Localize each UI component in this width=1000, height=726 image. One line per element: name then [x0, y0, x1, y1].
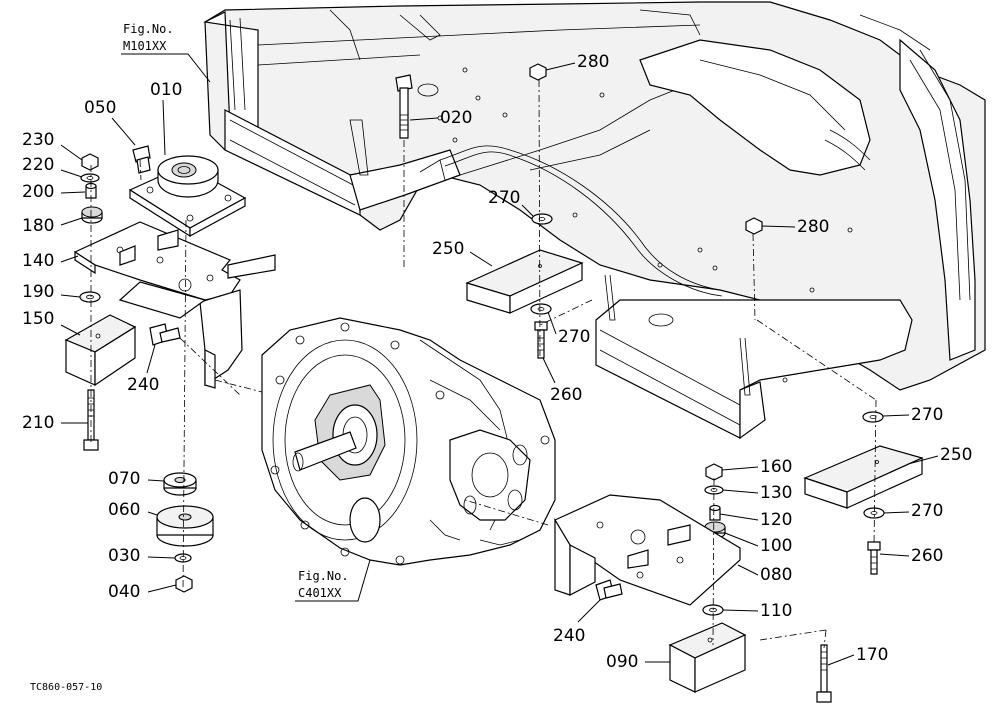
figure-ref-c401xx: Fig.No. C401XX	[295, 559, 371, 602]
drawing-code: TC860-057-10	[30, 682, 102, 693]
part-label: 210	[22, 413, 54, 433]
part-label: 280	[577, 52, 609, 72]
left-mount-group	[64, 74, 413, 451]
figure-ref-label: Fig.No.	[298, 569, 349, 583]
assembly-center-lines	[90, 79, 877, 649]
part-label: 020	[440, 108, 472, 128]
part-label: 260	[911, 546, 943, 566]
part-label: 200	[22, 182, 54, 202]
part-label: 070	[108, 469, 140, 489]
part-label: 190	[22, 282, 54, 302]
figure-ref-code: M101XX	[123, 39, 167, 53]
part-label: 010	[150, 80, 182, 100]
figure-ref-code: C401XX	[298, 586, 342, 600]
part-label: 140	[22, 251, 54, 271]
right-mount-group	[465, 63, 924, 703]
part-label: 050	[84, 98, 116, 118]
part-label: 080	[760, 565, 792, 585]
transmission-housing	[261, 317, 556, 566]
part-label: 270	[911, 501, 943, 521]
part-label: 280	[797, 217, 829, 237]
part-label: 170	[856, 645, 888, 665]
part-label: 120	[760, 510, 792, 530]
part-label: 270	[911, 405, 943, 425]
part-label: 270	[558, 327, 590, 347]
part-label: 100	[760, 536, 792, 556]
part-callouts: 010 050 230 220 200 180 140 190 150 210 …	[22, 52, 972, 672]
part-label: 250	[432, 239, 464, 259]
part-label: 240	[553, 626, 585, 646]
figure-ref-m101xx: Fig.No. M101XX	[121, 22, 211, 83]
frame-holes	[417, 67, 853, 383]
part-label: 220	[22, 155, 54, 175]
part-label: 160	[760, 457, 792, 477]
lower-left-stack	[156, 472, 214, 593]
part-label: 040	[108, 582, 140, 602]
part-label: 110	[760, 601, 792, 621]
part-label: 250	[940, 445, 972, 465]
part-label: 060	[108, 500, 140, 520]
part-label: 240	[127, 375, 159, 395]
part-label: 260	[550, 385, 582, 405]
part-label: 180	[22, 216, 54, 236]
part-label: 150	[22, 309, 54, 329]
part-label: 130	[760, 483, 792, 503]
figure-ref-label: Fig.No.	[123, 22, 174, 36]
part-label: 030	[108, 546, 140, 566]
part-label: 270	[488, 188, 520, 208]
part-label: 090	[606, 652, 638, 672]
part-label: 230	[22, 130, 54, 150]
